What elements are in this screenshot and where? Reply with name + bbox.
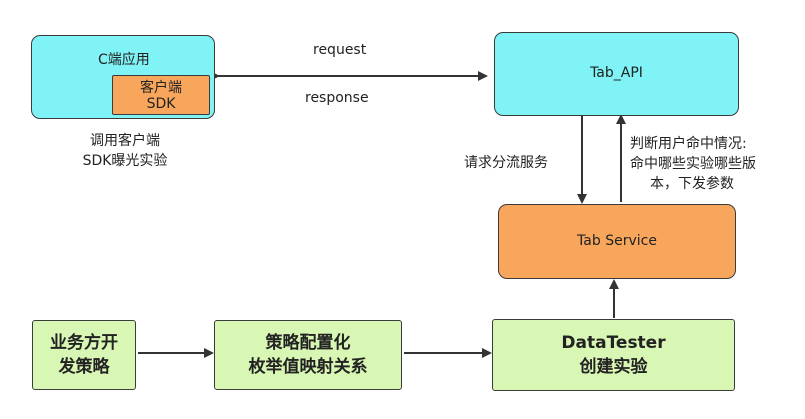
biz-line1: 业务方开 bbox=[50, 333, 118, 353]
client-sdk-line2: SDK bbox=[146, 96, 176, 112]
hit-info-line2: 命中哪些实验哪些版 bbox=[630, 156, 756, 172]
c-app-node: C端应用 客户端 SDK bbox=[31, 35, 215, 119]
sdk-call-line2: SDK曝光实验 bbox=[82, 153, 168, 169]
split-service-label: 请求分流服务 bbox=[464, 155, 548, 171]
biz-line2: 发策略 bbox=[58, 357, 110, 377]
hit-info-line3: 本，下发参数 bbox=[650, 176, 734, 192]
client-sdk-node: 客户端 SDK bbox=[112, 75, 210, 115]
c-app-label: C端应用 bbox=[98, 52, 150, 68]
datatester-node: DataTester 创建实验 bbox=[492, 319, 735, 391]
biz-strategy-node: 业务方开 发策略 bbox=[32, 320, 136, 390]
tab-service-node: Tab Service bbox=[498, 204, 736, 279]
hit-info-line1: 判断用户命中情况: bbox=[630, 136, 747, 152]
strategy-line1: 策略配置化 bbox=[265, 333, 351, 353]
tab-service-label: Tab Service bbox=[577, 233, 657, 249]
strategy-line2: 枚举值映射关系 bbox=[248, 357, 368, 377]
datatester-line1: DataTester bbox=[561, 333, 666, 353]
datatester-line2: 创建实验 bbox=[579, 357, 648, 377]
tab-api-label: Tab_API bbox=[590, 65, 643, 81]
response-label: response bbox=[305, 90, 369, 106]
client-sdk-line1: 客户端 bbox=[140, 80, 182, 96]
request-label: request bbox=[313, 42, 367, 58]
strategy-config-node: 策略配置化 枚举值映射关系 bbox=[214, 320, 402, 390]
sdk-call-line1: 调用客户端 bbox=[90, 133, 160, 149]
tab-api-node: Tab_API bbox=[494, 32, 739, 116]
